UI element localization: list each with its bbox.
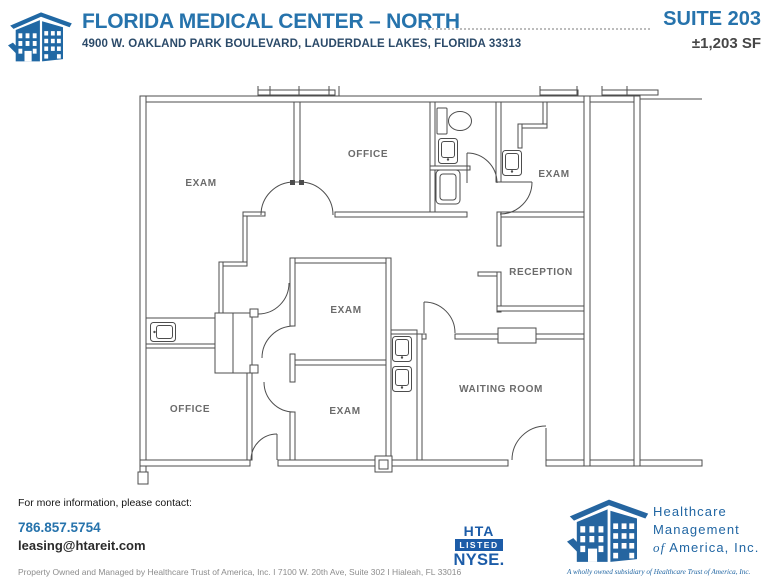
room-label: RECEPTION [509,267,573,278]
room-label: EXAM [185,178,216,189]
room-label: EXAM [329,406,360,417]
window-ticks [257,86,659,96]
room-label: WAITING ROOM [459,384,543,395]
plan-doors [250,152,547,461]
hma-logo: Healthcare Management of America, Inc. A… [567,490,767,586]
sink-icon [392,336,412,362]
contact-phone: 786.857.5754 [18,520,101,535]
legal-line: Property Owned and Managed by Healthcare… [18,567,462,577]
plan-fixtures [150,107,522,392]
hma-building-icon [567,499,649,562]
contact-email: leasing@htareit.com [18,538,146,553]
room-label: EXAM [538,169,569,180]
nyse-ticker: HTA [463,523,495,539]
hma-tagline: A wholly owned subsidiary of Healthcare … [567,568,751,576]
nyse-exchange: NYSE. [453,551,505,569]
square-footage: ±1,203 SF [691,35,761,52]
toilet-icon [436,107,472,135]
nyse-listed-logo: HTA LISTED NYSE. [453,524,505,569]
sink-icon [502,150,522,176]
sink-icon [150,322,176,342]
page-title: FLORIDA MEDICAL CENTER – NORTH [82,10,460,33]
cabinet-icon [435,169,461,205]
room-labels: EXAM OFFICE EXAM RECEPTION EXAM EXAM WAITING R… [170,149,573,417]
hma-wordmark: Healthcare Management of America, Inc. [653,504,760,555]
suite-number: SUITE 203 [663,8,761,30]
property-address: 4900 W. OAKLAND PARK BOULEVARD, LAUDERDA… [82,38,522,50]
room-label: OFFICE [170,404,210,415]
nyse-listed-badge: LISTED [455,539,503,551]
room-label: EXAM [330,305,361,316]
room-label: OFFICE [348,149,388,160]
contact-intro: For more information, please contact: [18,497,192,509]
dotted-leader [424,16,650,30]
sink-icon [438,138,458,164]
plan-walls [137,95,703,485]
sink-icon [392,366,412,392]
